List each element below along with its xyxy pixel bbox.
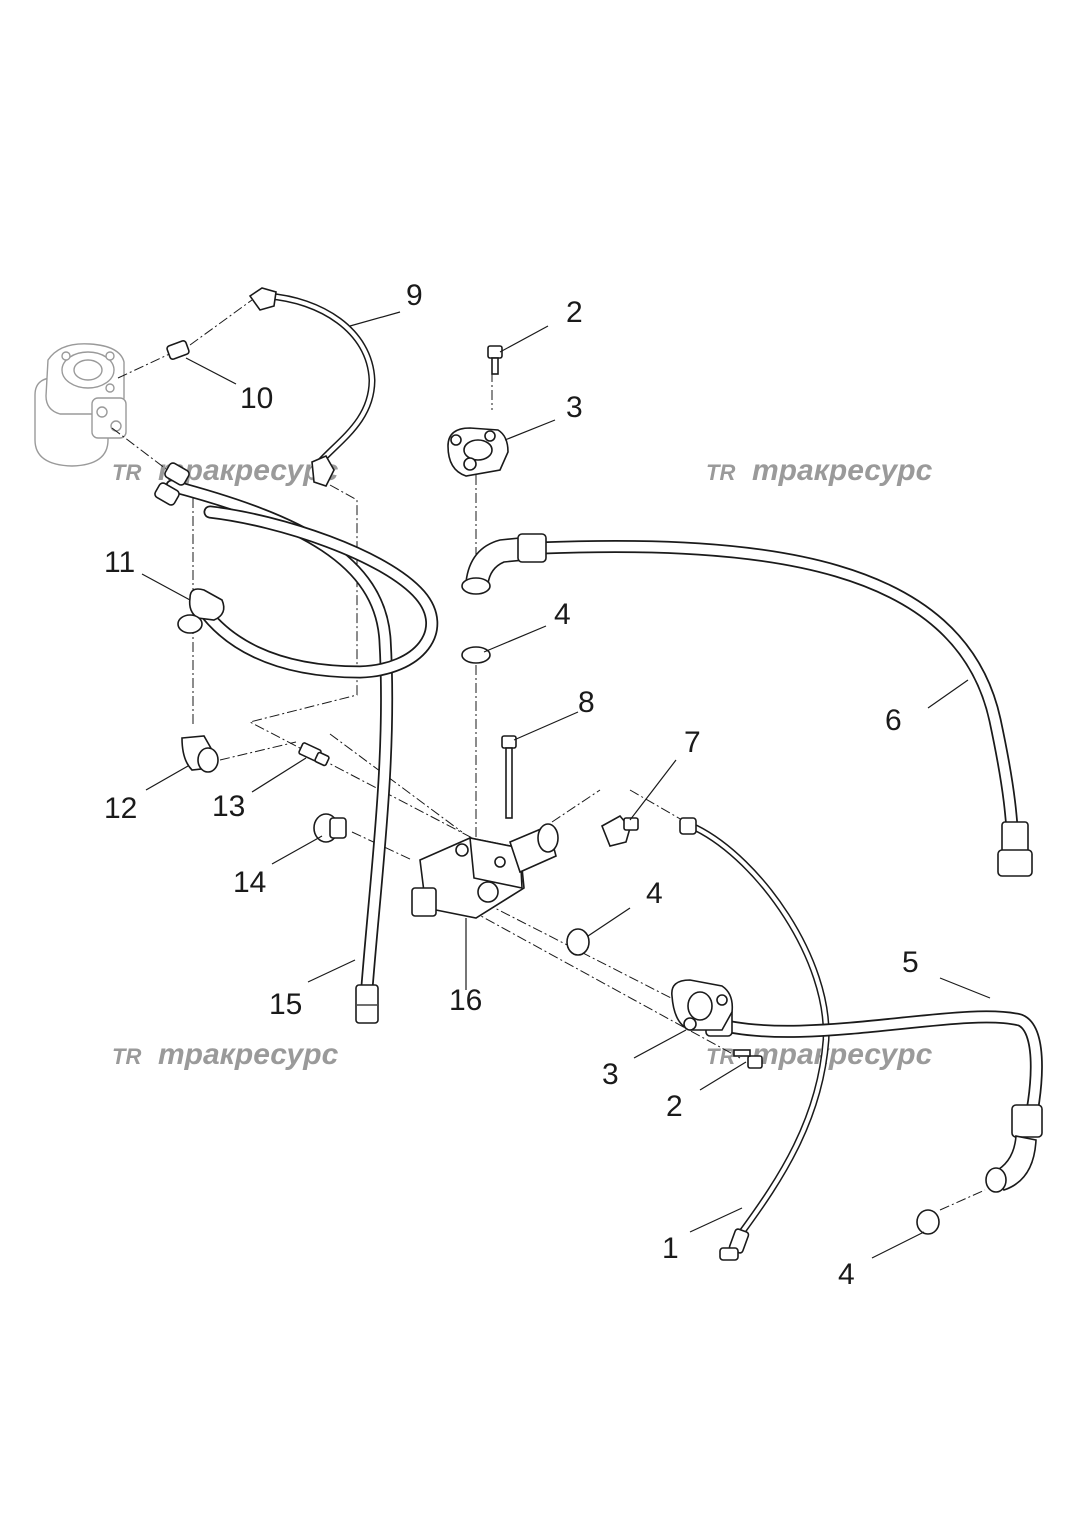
callout-9: 9 [406, 279, 423, 312]
o-ring-4-bottom [916, 1209, 940, 1235]
callout-13: 13 [212, 790, 245, 823]
callout-5: 5 [902, 946, 919, 979]
o-ring-4-middle [566, 928, 590, 956]
watermark-text: тракресурс [158, 1038, 339, 1071]
elbow-12 [181, 735, 219, 773]
callout-15: 15 [269, 988, 302, 1021]
watermark-logo: TR [706, 1044, 735, 1069]
hose-6 [461, 533, 1033, 877]
watermark-top-left: TR тракресурс [112, 454, 339, 487]
steering-hose-ends [154, 462, 190, 506]
hose-5 [703, 1007, 1043, 1193]
fitting-7 [600, 814, 639, 847]
leader-lines [141, 311, 991, 1259]
watermark-text: тракресурс [752, 454, 933, 487]
callout-1: 1 [662, 1232, 679, 1265]
callout-3-bottom: 3 [602, 1058, 619, 1091]
bolt-2-top [487, 345, 503, 375]
callout-2-top: 2 [566, 296, 583, 329]
watermark-bottom-right: TR тракресурс [706, 1038, 933, 1071]
flange-3-bottom [671, 979, 734, 1031]
steering-unit [34, 343, 127, 467]
fitting-13 [298, 742, 330, 767]
watermark-bottom-left: TR тракресурс [112, 1038, 339, 1071]
callout-4-bottom: 4 [838, 1258, 855, 1291]
callout-4-middle: 4 [646, 877, 663, 910]
plug-14 [313, 813, 347, 843]
callout-12: 12 [104, 792, 137, 825]
watermark-logo: TR [112, 1044, 141, 1069]
bolt-2-bottom [733, 1049, 763, 1069]
watermark-text: тракресурс [752, 1038, 933, 1071]
callout-16: 16 [449, 984, 482, 1017]
bolt-8 [501, 735, 517, 819]
hose-9 [248, 287, 376, 487]
flange-3-top [447, 427, 509, 477]
callout-2-bottom: 2 [666, 1090, 683, 1123]
hose-11 [177, 505, 439, 679]
watermark-logo: TR [112, 460, 141, 485]
watermark-top-right: TR тракресурс [706, 454, 933, 487]
callout-11: 11 [104, 546, 135, 579]
fitting-10 [166, 340, 190, 360]
callout-3-top: 3 [566, 391, 583, 424]
callout-4-top: 4 [554, 598, 571, 631]
callout-8: 8 [578, 686, 595, 719]
callout-14: 14 [233, 866, 266, 899]
valve-block-16 [411, 823, 559, 919]
callout-7: 7 [684, 726, 701, 759]
callout-10: 10 [240, 382, 273, 415]
callout-6: 6 [885, 704, 902, 737]
assembly-lines [111, 299, 986, 1211]
o-ring-4-top [461, 646, 491, 664]
watermark-logo: TR [706, 460, 735, 485]
callouts: 9 2 10 3 11 4 8 6 7 12 13 14 4 5 15 16 3… [104, 279, 919, 1291]
hose-1 [679, 817, 830, 1261]
